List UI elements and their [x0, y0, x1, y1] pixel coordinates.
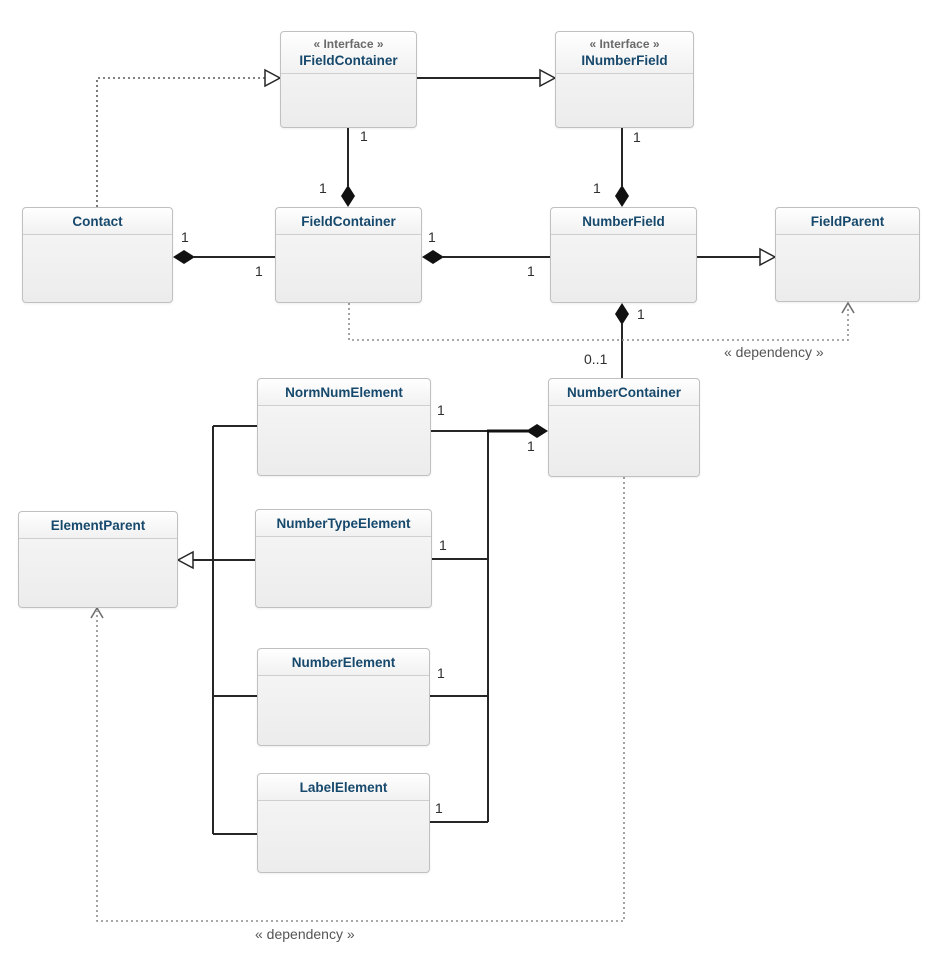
class-compartment	[776, 235, 919, 301]
multiplicity-label: 1	[437, 402, 445, 418]
multiplicity-label: 1	[527, 263, 535, 279]
edge-realization-contact-ifieldcontainer[interactable]	[96, 68, 282, 207]
hollow-triangle-arrowhead	[264, 68, 282, 88]
class-name: INumberField	[581, 53, 668, 68]
multiplicity-label: 1	[255, 263, 263, 279]
filled-diamond	[341, 185, 355, 207]
edge-dependency-fieldcontainer-fieldparent[interactable]	[348, 301, 855, 341]
filled-diamond	[615, 303, 629, 325]
edge-generalization-elements-elementparent[interactable]	[176, 425, 257, 835]
open-arrowhead	[841, 301, 855, 314]
class-numbercontainer[interactable]: NumberContainer	[548, 378, 700, 477]
class-header: FieldParent	[776, 208, 919, 235]
dependency-label: « dependency »	[724, 344, 824, 360]
class-header: NormNumElement	[258, 379, 430, 406]
multiplicity-label: 1	[319, 180, 327, 196]
multiplicity-label: 1	[527, 438, 535, 454]
filled-diamond	[526, 424, 548, 438]
class-name: ElementParent	[50, 518, 146, 533]
edge-generalization-numberfield-fieldparent[interactable]	[697, 247, 777, 267]
edge-dependency-numbercontainer-elementparent[interactable]	[90, 477, 625, 922]
class-compartment	[19, 539, 177, 607]
class-header: NumberElement	[258, 649, 429, 676]
class-compartment	[276, 235, 421, 302]
class-header: LabelElement	[258, 774, 429, 801]
class-labelelement[interactable]: LabelElement	[257, 773, 430, 873]
class-compartment	[549, 406, 699, 476]
class-name: NumberContainer	[566, 385, 681, 400]
class-name: NumberField	[582, 214, 665, 229]
class-name: NumberElement	[291, 655, 396, 670]
class-numberfield[interactable]: NumberField	[550, 207, 697, 303]
class-header: FieldContainer	[276, 208, 421, 235]
hollow-triangle-arrowhead	[539, 68, 557, 88]
stereotype-label: « Interface »	[589, 37, 660, 51]
multiplicity-label: 1	[428, 229, 436, 245]
class-ifieldcontainer[interactable]: « Interface » IFieldContainer	[280, 31, 417, 128]
edge-composition-inumberfield-numberfield[interactable]	[615, 128, 629, 207]
class-header: NumberTypeElement	[256, 510, 431, 537]
multiplicity-label: 1	[360, 128, 368, 144]
class-name: IFieldContainer	[299, 53, 398, 68]
class-name: NormNumElement	[285, 385, 403, 400]
class-normnumelement[interactable]: NormNumElement	[257, 378, 431, 476]
filled-diamond	[615, 185, 629, 207]
class-name: NumberTypeElement	[276, 516, 411, 531]
class-header: Contact	[23, 208, 172, 235]
class-fieldcontainer[interactable]: FieldContainer	[275, 207, 422, 303]
class-compartment	[281, 74, 416, 127]
open-arrowhead	[90, 606, 104, 619]
class-inumberfield[interactable]: « Interface » INumberField	[555, 31, 694, 128]
class-name: Contact	[72, 214, 123, 229]
edge-composition-contact-fieldcontainer[interactable]	[173, 250, 275, 264]
multiplicity-label: 1	[435, 800, 443, 816]
class-header: NumberField	[551, 208, 696, 235]
multiplicity-label: 1	[181, 229, 189, 245]
class-fieldparent[interactable]: FieldParent	[775, 207, 920, 302]
class-compartment	[258, 406, 430, 475]
multiplicity-label: 1	[439, 537, 447, 553]
filled-diamond	[173, 250, 195, 264]
class-contact[interactable]: Contact	[22, 207, 173, 303]
multiplicity-label: 1	[633, 129, 641, 145]
class-elementparent[interactable]: ElementParent	[18, 511, 178, 608]
class-compartment	[23, 235, 172, 302]
class-compartment	[256, 537, 431, 607]
class-compartment	[551, 235, 696, 302]
class-header: ElementParent	[19, 512, 177, 539]
edge-composition-elements-numbercontainer[interactable]	[430, 424, 548, 823]
class-numberelement[interactable]: NumberElement	[257, 648, 430, 746]
class-name: FieldContainer	[301, 214, 396, 229]
hollow-triangle-arrowhead	[759, 247, 777, 267]
edge-generalization-ifieldcontainer-inumberfield[interactable]	[417, 68, 557, 88]
hollow-triangle-arrowhead	[176, 550, 194, 570]
class-compartment	[258, 801, 429, 872]
stereotype-label: « Interface »	[313, 37, 384, 51]
edge-composition-ifieldcontainer-fieldcontainer[interactable]	[341, 128, 355, 207]
edge-composition-fieldcontainer-numberfield[interactable]	[422, 250, 550, 264]
edge-composition-numberfield-numbercontainer[interactable]	[615, 303, 629, 378]
dependency-label: « dependency »	[255, 926, 355, 942]
class-name: LabelElement	[299, 780, 388, 795]
class-header: « Interface » IFieldContainer	[281, 32, 416, 74]
multiplicity-label: 1	[437, 665, 445, 681]
filled-diamond	[422, 250, 444, 264]
class-numbertypeelement[interactable]: NumberTypeElement	[255, 509, 432, 608]
multiplicity-label: 1	[637, 306, 645, 322]
multiplicity-label: 1	[593, 180, 601, 196]
class-compartment	[556, 74, 693, 127]
class-header: NumberContainer	[549, 379, 699, 406]
class-compartment	[258, 676, 429, 745]
class-header: « Interface » INumberField	[556, 32, 693, 74]
class-name: FieldParent	[810, 214, 885, 229]
multiplicity-label: 0..1	[584, 351, 608, 367]
